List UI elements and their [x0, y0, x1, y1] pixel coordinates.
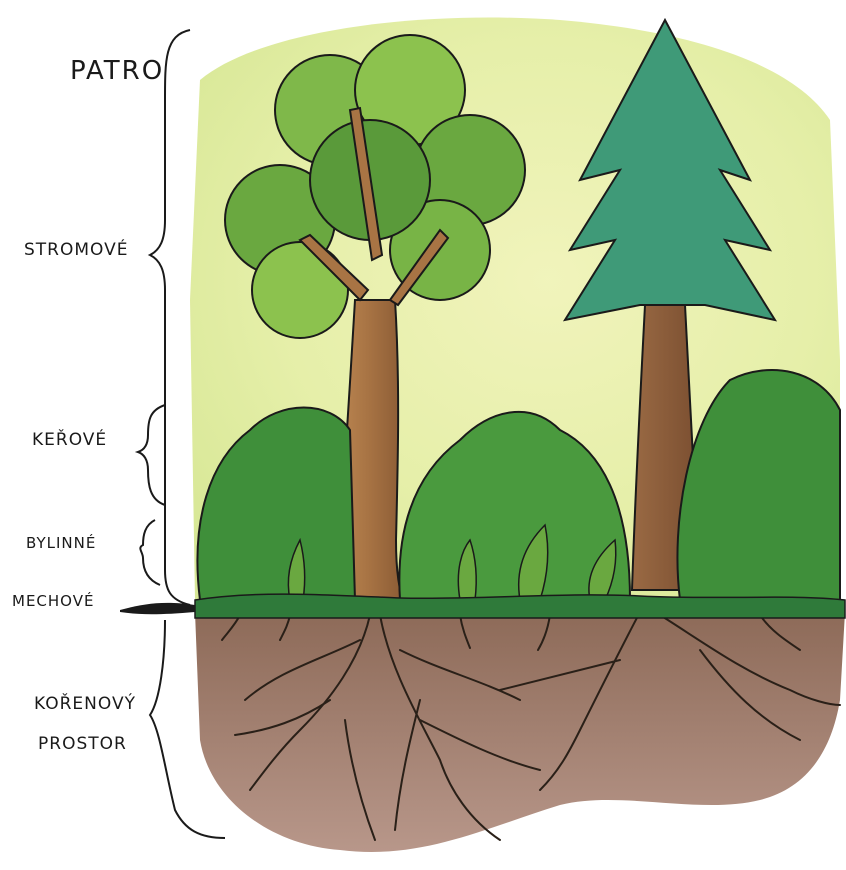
moss-layer	[195, 594, 845, 618]
label-korenovy: KOŘENOVÝ	[34, 694, 136, 714]
label-stromove: STROMOVÉ	[24, 240, 129, 260]
soil-layer	[195, 612, 845, 852]
label-bylinne: BYLINNÉ	[26, 534, 96, 552]
label-prostor: PROSTOR	[38, 734, 127, 754]
label-kerove: KEŘOVÉ	[32, 430, 107, 450]
label-mechove: MECHOVÉ	[12, 592, 94, 610]
label-patro: PATRO	[70, 56, 164, 86]
moss-pointer	[120, 603, 195, 614]
